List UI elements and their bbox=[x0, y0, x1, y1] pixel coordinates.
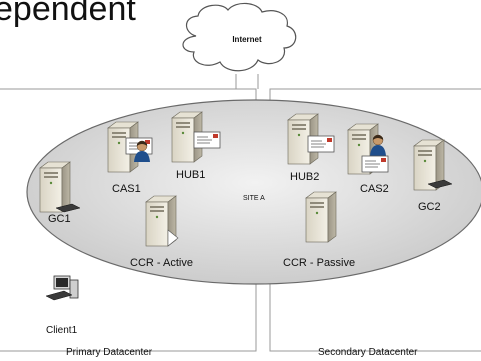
client-workstation-icon bbox=[45, 275, 79, 301]
gc2-label: GC2 bbox=[418, 201, 441, 213]
cas1-label: CAS1 bbox=[112, 183, 141, 195]
slide-title-fragment: ependent bbox=[0, 0, 136, 28]
internet-label: Internet bbox=[232, 35, 262, 44]
ccr-active-label: CCR - Active bbox=[130, 257, 193, 269]
cas2-label: CAS2 bbox=[360, 183, 389, 195]
ccr-passive-label: CCR - Passive bbox=[283, 257, 355, 269]
internet-cloud-icon bbox=[182, 2, 297, 72]
gc1-label: GC1 bbox=[48, 213, 71, 225]
client1-label: Client1 bbox=[46, 325, 78, 336]
ccr-active-server-icon bbox=[145, 195, 179, 247]
site-label: SITE A bbox=[243, 195, 265, 202]
hub2-label: HUB2 bbox=[290, 171, 319, 183]
ccr-passive-server-icon bbox=[305, 191, 337, 243]
secondary-datacenter-label: Secondary Datacenter bbox=[318, 347, 418, 358]
primary-datacenter-label: Primary Datacenter bbox=[66, 347, 153, 358]
hub1-label: HUB1 bbox=[176, 169, 205, 181]
site-ellipse bbox=[26, 99, 481, 285]
